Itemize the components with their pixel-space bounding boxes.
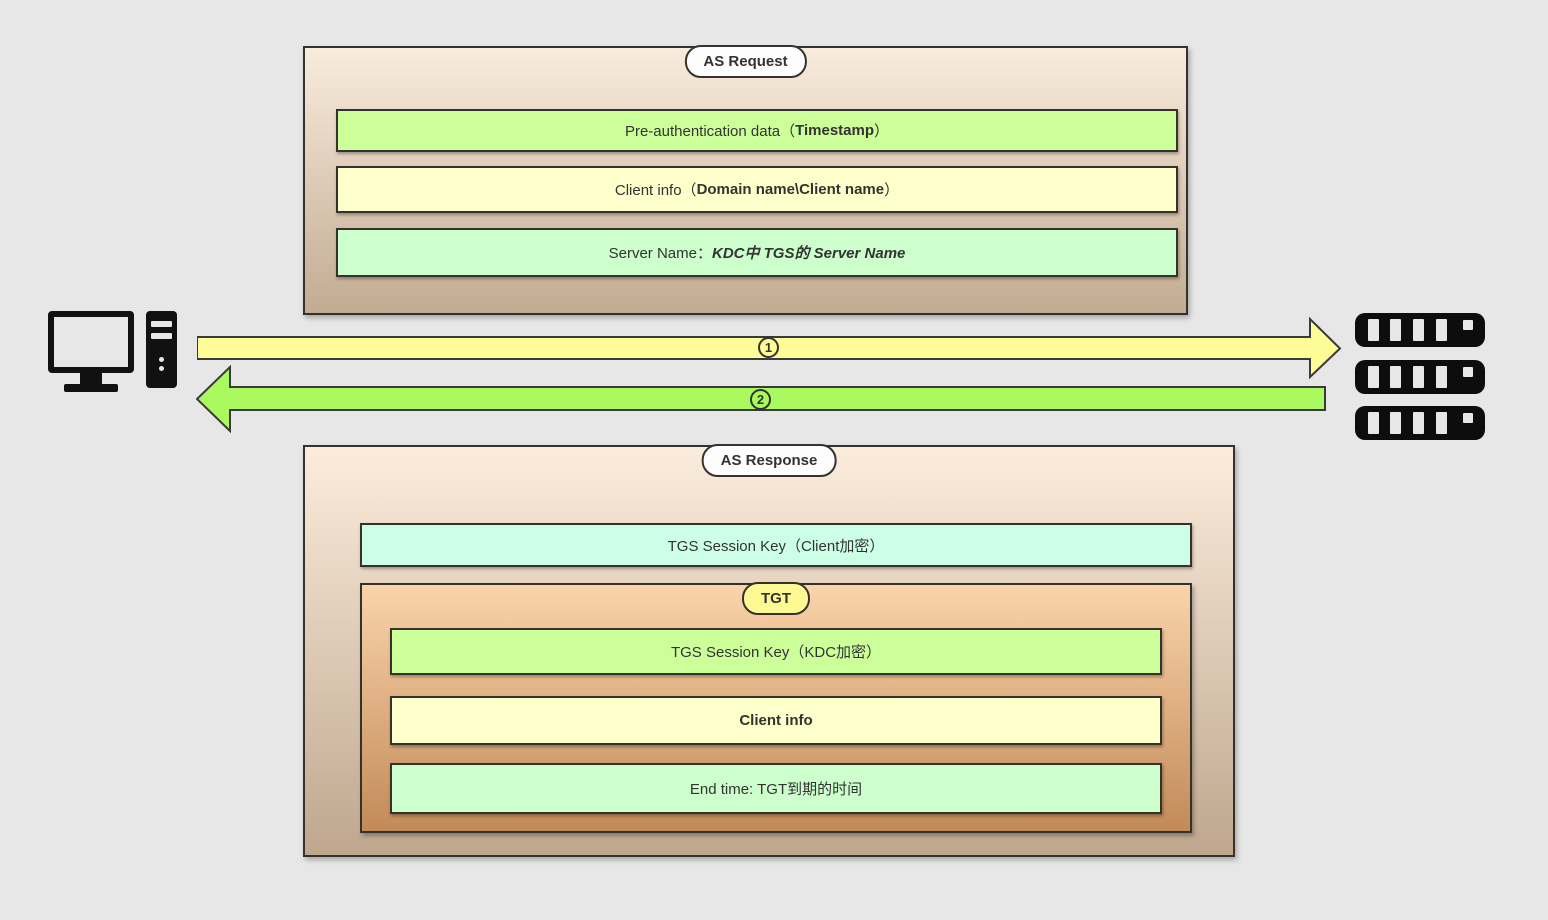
tgs-session-key-client-text: TGS Session Key（Client加密） <box>667 537 885 555</box>
server-slot <box>1413 319 1424 341</box>
server-slot <box>1413 412 1424 434</box>
server-unit-icon <box>1355 406 1485 440</box>
tgs-session-key-client-row: TGS Session Key（Client加密） <box>360 523 1192 567</box>
tower-drive-bay-icon <box>151 321 172 327</box>
monitor-base-icon <box>64 384 118 392</box>
pre-auth-text: Pre-authentication data（ <box>624 123 796 140</box>
server-unit-icon <box>1355 360 1485 394</box>
as-response-box: AS Response TGS Session Key（Client加密） TG… <box>303 444 1235 857</box>
client-info-row: Client info（Domain name\Client name） <box>336 166 1178 213</box>
server-led <box>1463 367 1473 377</box>
pre-auth-emphasis: Timestamp <box>795 122 874 139</box>
tgt-title: TGT <box>742 582 810 615</box>
tower-button-icon <box>159 357 164 362</box>
tgt-client-info-row: Client info <box>390 696 1162 745</box>
tgt-client-info-text: Client info <box>739 712 813 729</box>
server-unit-icon <box>1355 313 1485 347</box>
server-slot <box>1436 412 1447 434</box>
arrow-2-label: 2 <box>750 389 771 410</box>
tower-button-icon <box>159 366 164 371</box>
server-slot <box>1390 412 1401 434</box>
server-slot <box>1413 366 1424 388</box>
tgt-box: TGT TGS Session Key（KDC加密） Client info E… <box>360 582 1192 833</box>
tower-drive-bay-icon <box>151 333 172 339</box>
monitor-stand-icon <box>80 372 102 385</box>
server-slot <box>1390 319 1401 341</box>
server-name-emphasis: KDC中 TGS的 Server Name <box>711 245 906 262</box>
as-request-box: AS Request Pre-authentication data（Times… <box>303 45 1188 315</box>
server-slot <box>1436 366 1447 388</box>
end-time-text: End time: TGT到期的时间 <box>689 781 863 798</box>
server-led <box>1463 320 1473 330</box>
server-slot <box>1390 366 1401 388</box>
client-info-suffix: ） <box>884 182 900 199</box>
server-led <box>1463 413 1473 423</box>
as-response-title: AS Response <box>701 444 837 477</box>
server-slot <box>1368 366 1379 388</box>
arrow-1-label: 1 <box>758 337 779 358</box>
server-name-text: Server Name： <box>608 245 712 262</box>
server-name-row: Server Name：KDC中 TGS的 Server Name <box>336 228 1178 277</box>
tgs-session-key-kdc-row: TGS Session Key（KDC加密） <box>390 628 1162 675</box>
pre-auth-suffix: ） <box>874 123 890 140</box>
tower-icon <box>146 311 177 388</box>
monitor-icon <box>48 311 134 373</box>
server-slot <box>1368 412 1379 434</box>
tgs-session-key-kdc-text: TGS Session Key（KDC加密） <box>670 644 882 661</box>
server-slot <box>1436 319 1447 341</box>
end-time-row: End time: TGT到期的时间 <box>390 763 1162 814</box>
server-slot <box>1368 319 1379 341</box>
client-info-emphasis: Domain name\Client name <box>696 181 885 198</box>
client-info-text: Client info（ <box>614 182 697 199</box>
as-request-title: AS Request <box>684 45 807 78</box>
pre-auth-data-row: Pre-authentication data（Timestamp） <box>336 109 1178 152</box>
